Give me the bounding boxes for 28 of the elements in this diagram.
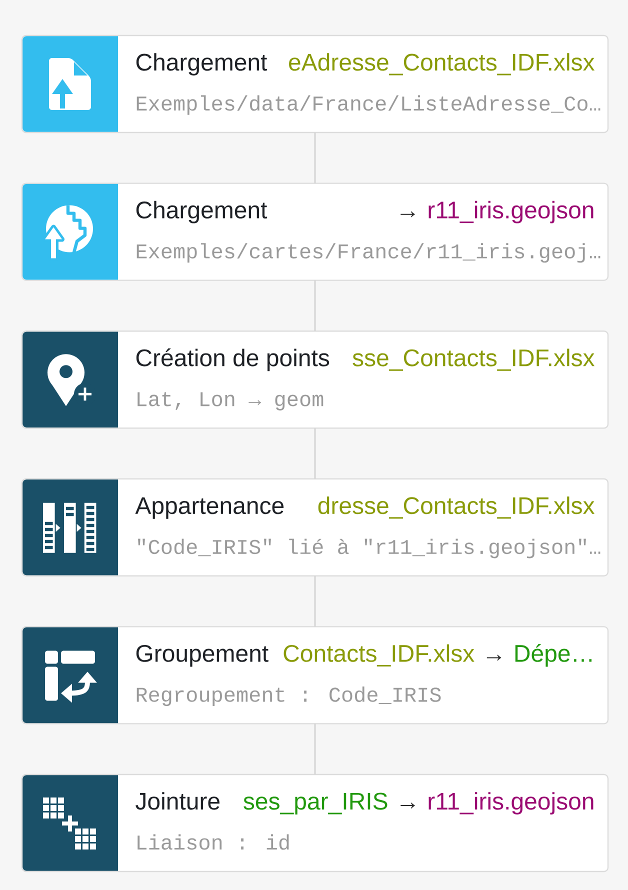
file-name: Contacts_IDF.xlsx xyxy=(284,644,474,666)
file-name: sse_Contacts_IDF.xlsx xyxy=(352,348,595,371)
step-title: Groupement xyxy=(136,644,268,667)
step-detail: "Code_IRIS" lié à "r11_iris.geojson"… xyxy=(138,538,600,558)
arrow-symbol: → xyxy=(400,802,415,808)
step-title: Appartenance xyxy=(135,497,284,519)
arrow-symbol: → xyxy=(400,212,415,218)
file-name: dresse_Contacts_IDF.xlsx xyxy=(318,496,595,519)
step-detail: Regroupement : Code_IRIS xyxy=(136,686,441,706)
step-detail: Liaison : id xyxy=(138,834,289,850)
file-name: eAdresse_Contacts_IDF.xlsx xyxy=(289,53,595,76)
step-detail: Exemples/cartes/France/r11_iris.geoj… xyxy=(136,243,600,263)
connector-line xyxy=(314,724,316,774)
step-detail: Exemples/data/France/ListeAdresse_Co… xyxy=(136,95,600,115)
file-name: ses_par_IRIS xyxy=(244,792,388,814)
file-name: r11_iris.geojson xyxy=(428,200,594,224)
step-title: Chargement xyxy=(136,200,268,224)
file-name: r11_iris.geojson xyxy=(428,792,594,814)
file-name: Dépe… xyxy=(515,644,592,667)
step-title: Création de points xyxy=(136,348,330,372)
connector-line xyxy=(314,280,316,332)
step-title: Jointure xyxy=(136,792,220,810)
connector-line xyxy=(314,428,316,479)
step-title: Chargement xyxy=(136,53,268,76)
step-detail: Lat, Lon → geom xyxy=(138,392,324,410)
connector-line xyxy=(314,132,316,184)
connector-line xyxy=(314,576,316,627)
arrow-symbol: → xyxy=(486,654,502,661)
